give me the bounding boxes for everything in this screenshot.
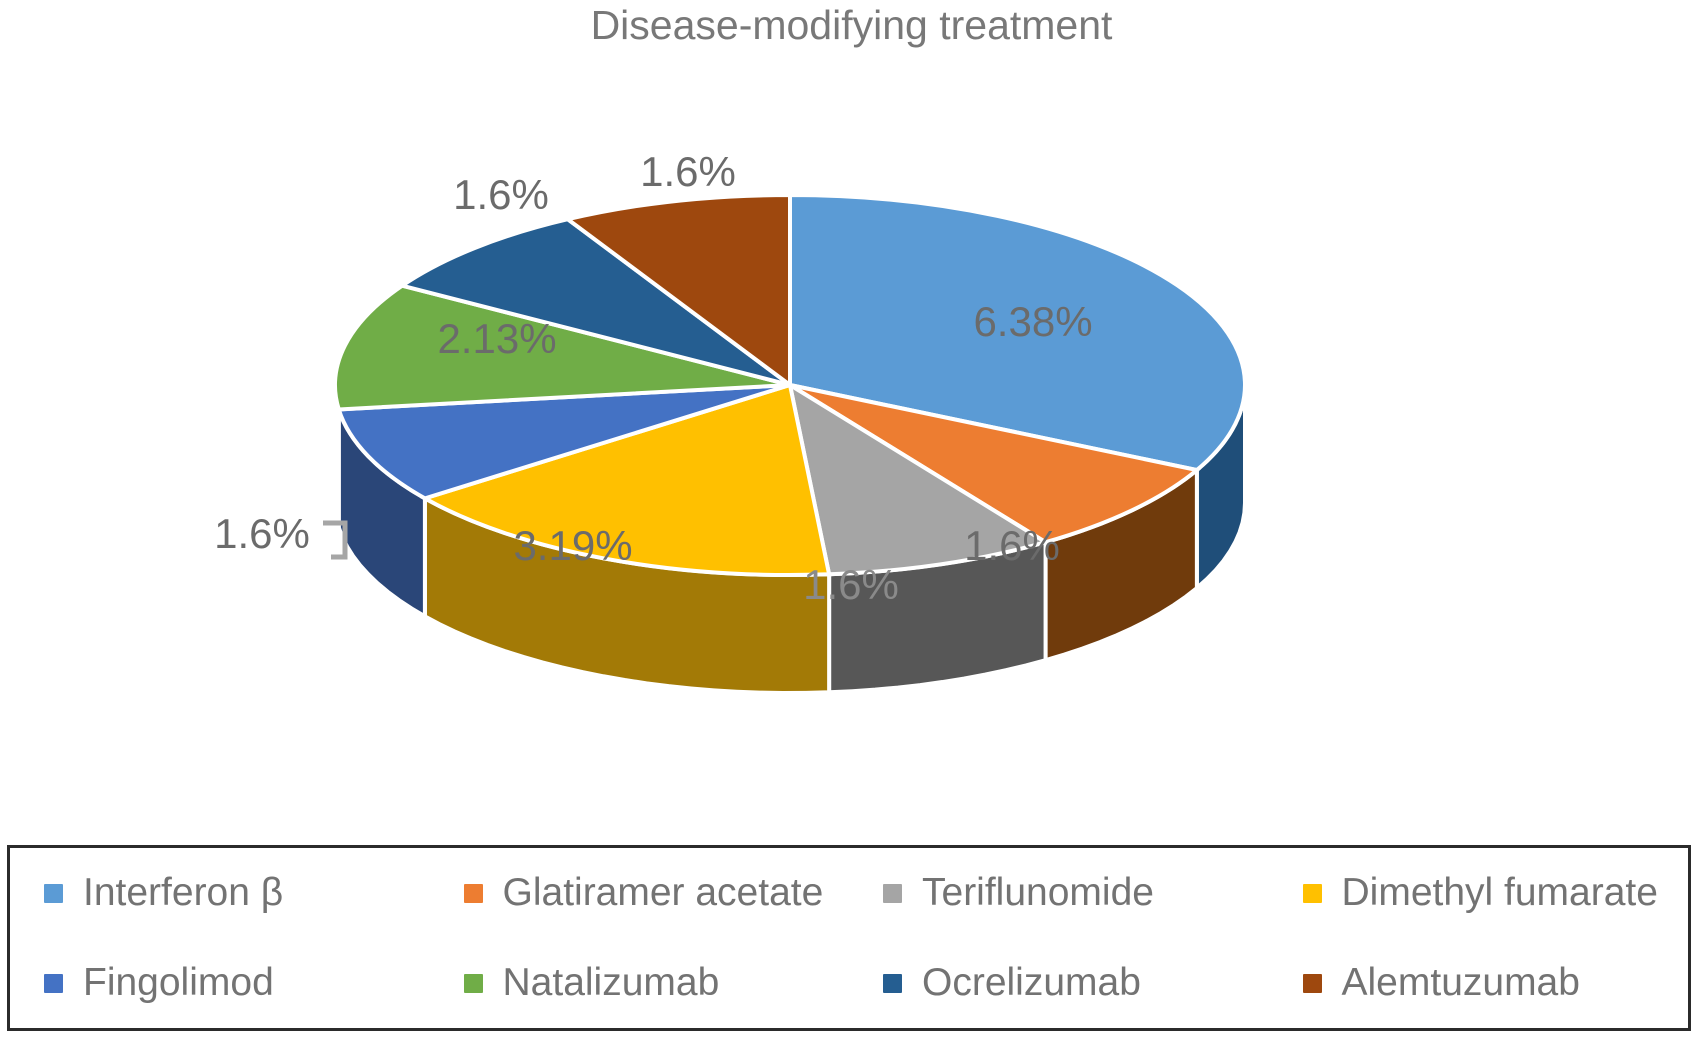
legend-swatch-icon-dimethyl-fumarate xyxy=(1302,883,1322,903)
legend-item-teriflunomide[interactable]: Teriflunomide xyxy=(849,871,1269,915)
legend-label-ocrelizumab: Ocrelizumab xyxy=(922,961,1141,1004)
pie-slice-interferon-beta[interactable] xyxy=(788,192,1247,473)
legend-label-teriflunomide: Teriflunomide xyxy=(922,871,1154,914)
fingolimod-leader-line xyxy=(323,520,348,560)
pie-chart-svg: 6.38% 1.6% 1.6% 3.19% 1.6% 2.13% 1.6% 1.6% xyxy=(214,148,1247,695)
legend-item-alemtuzumab[interactable]: Alemtuzumab xyxy=(1269,961,1689,1005)
slice-label-ocrelizumab: 1.6% xyxy=(453,171,549,218)
slice-label-natalizumab: 2.13% xyxy=(437,315,556,362)
legend-swatch-icon-ocrelizumab xyxy=(883,973,902,993)
legend-swatch-icon-natalizumab xyxy=(463,973,483,993)
pie-slice-teriflunomide[interactable] xyxy=(787,380,1051,577)
legend-swatch-icon-alemtuzumab xyxy=(1302,973,1322,993)
slice-label-teriflunomide: 1.6% xyxy=(803,561,899,608)
legend-swatch-icon-fingolimod xyxy=(44,973,63,993)
pie-slice-ocrelizumab[interactable] xyxy=(397,217,792,387)
pie-top-faces xyxy=(333,192,1247,577)
pie-slice-alemtuzumab[interactable] xyxy=(563,192,792,389)
legend-label-natalizumab: Natalizumab xyxy=(502,961,720,1004)
chart-title: Disease-modifying treatment xyxy=(590,2,1113,48)
legend-label-dimethyl-fumarate: Dimethyl fumarate xyxy=(1341,871,1658,914)
legend-swatch-icon-teriflunomide xyxy=(883,883,902,903)
legend-label-fingolimod: Fingolimod xyxy=(83,961,274,1004)
legend-item-ocrelizumab[interactable]: Ocrelizumab xyxy=(849,961,1269,1005)
legend-swatch-icon-interferon-beta xyxy=(44,883,63,903)
legend-item-glatiramer-acetate[interactable]: Glatiramer acetate xyxy=(430,871,850,915)
slice-label-alemtuzumab: 1.6% xyxy=(640,148,736,195)
slice-label-interferon-beta: 6.38% xyxy=(973,298,1092,345)
pie-slice-glatiramer-acetate[interactable] xyxy=(788,383,1202,545)
slice-label-dimethyl-fumarate: 3.19% xyxy=(513,522,632,569)
legend-item-natalizumab[interactable]: Natalizumab xyxy=(430,961,850,1005)
legend-item-dimethyl-fumarate[interactable]: Dimethyl fumarate xyxy=(1269,871,1689,915)
legend-label-alemtuzumab: Alemtuzumab xyxy=(1341,961,1580,1004)
legend-label-interferon-beta: Interferon β xyxy=(83,871,284,914)
legend-swatch-icon-glatiramer-acetate xyxy=(463,883,483,903)
pie-slice-labels: 6.38% 1.6% 1.6% 3.19% 1.6% 2.13% 1.6% 1.6% xyxy=(214,148,1092,608)
slice-label-fingolimod: 1.6% xyxy=(214,510,310,557)
pie-slice-natalizumab[interactable] xyxy=(333,283,791,412)
chart-legend: Interferon β Glatiramer acetate Teriflunom… xyxy=(7,845,1691,1031)
legend-item-interferon-beta[interactable]: Interferon β xyxy=(10,871,430,915)
pie-slice-dimethyl-fumarate[interactable] xyxy=(419,382,832,577)
slice-label-glatiramer-acetate: 1.6% xyxy=(964,522,1060,569)
legend-item-fingolimod[interactable]: Fingolimod xyxy=(10,961,430,1005)
pie-slice-fingolimod[interactable] xyxy=(336,383,791,501)
legend-label-glatiramer-acetate: Glatiramer acetate xyxy=(502,871,824,914)
